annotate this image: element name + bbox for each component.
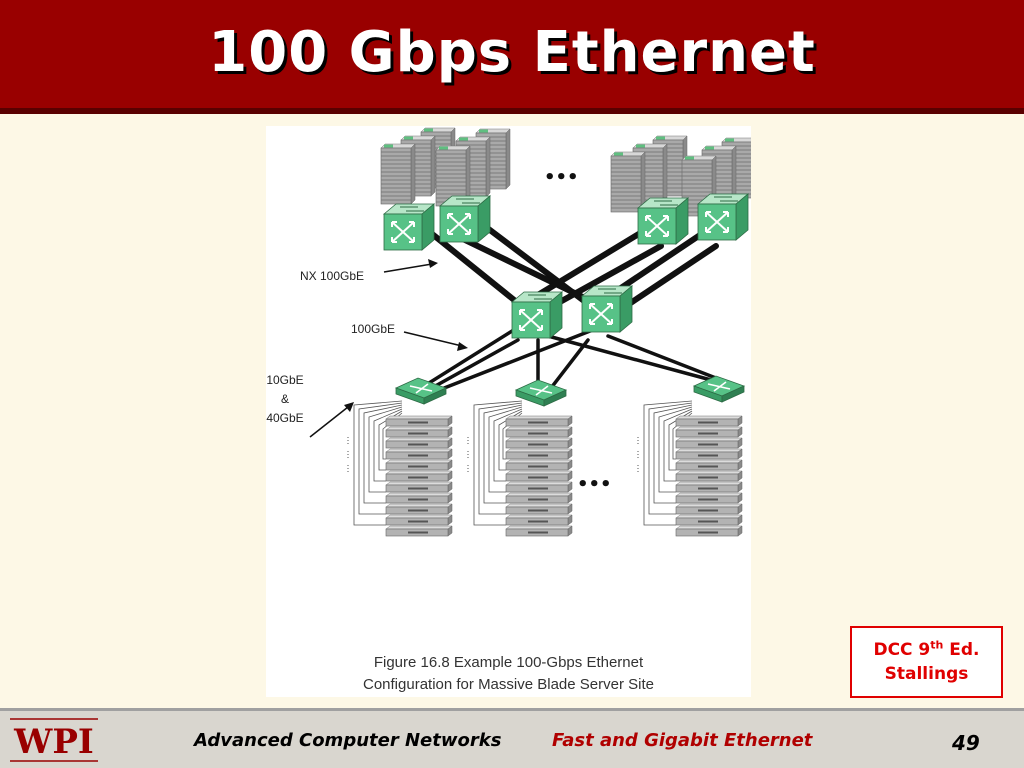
footer: WPI Advanced Computer Networks Fast and … [0, 711, 1024, 768]
links-100gbe [419, 319, 723, 396]
lecture-topic: Fast and Gigabit Ethernet [552, 730, 813, 751]
label-ampersand: & [281, 392, 289, 406]
title-bar [0, 0, 1024, 108]
edge-switch-2 [439, 195, 491, 243]
core-switch-2 [581, 285, 633, 333]
ellipsis-bottom: ••• [577, 474, 612, 495]
caption-line-2: Configuration for Massive Blade Server S… [363, 676, 654, 693]
edge-switch-1 [383, 203, 435, 251]
footer-divider [0, 708, 1024, 711]
access-switch-2 [515, 379, 567, 407]
title-divider [0, 108, 1024, 114]
access-switch-1 [395, 377, 447, 405]
wpi-logo: WPI [10, 718, 98, 762]
edge-switch-4 [697, 193, 749, 241]
label-10gbe: 10GbE [266, 373, 303, 387]
label-100gbe: 100GbE [351, 322, 395, 336]
top-server-racks-left [380, 127, 511, 207]
citation-edition: Ed. [943, 640, 980, 660]
ellipsis-top: ••• [544, 167, 579, 188]
course-name: Advanced Computer Networks [194, 730, 502, 751]
access-switch-3 [693, 375, 745, 403]
label-arrows [309, 259, 468, 438]
edge-switch-3 [637, 197, 689, 245]
core-switch-1 [511, 291, 563, 339]
slide-title: 100 Gbps Ethernet [208, 20, 816, 85]
label-40gbe: 40GbE [266, 411, 303, 425]
figure-caption: Figure 16.8 Example 100-Gbps Ethernet Co… [266, 652, 751, 696]
citation-superscript: th [930, 638, 944, 652]
citation-box: DCC 9th Ed. Stallings [850, 626, 1003, 698]
blade-stacks [386, 416, 742, 536]
network-diagram: NX 100GbE 100GbE 10GbE & 40GbE ••• ••• [266, 127, 751, 646]
caption-line-1: Figure 16.8 Example 100-Gbps Ethernet [373, 654, 644, 671]
svg-text:WPI: WPI [13, 722, 94, 762]
page-number: 49 [952, 731, 980, 755]
network-figure: NX 100GbE 100GbE 10GbE & 40GbE ••• ••• F… [266, 126, 751, 697]
label-nx-100gbe: NX 100GbE [300, 269, 364, 283]
citation-line-1: DCC 9th Ed. [852, 638, 1001, 662]
citation-line-2: Stallings [884, 664, 969, 684]
citation-book: DCC 9 [873, 640, 931, 660]
